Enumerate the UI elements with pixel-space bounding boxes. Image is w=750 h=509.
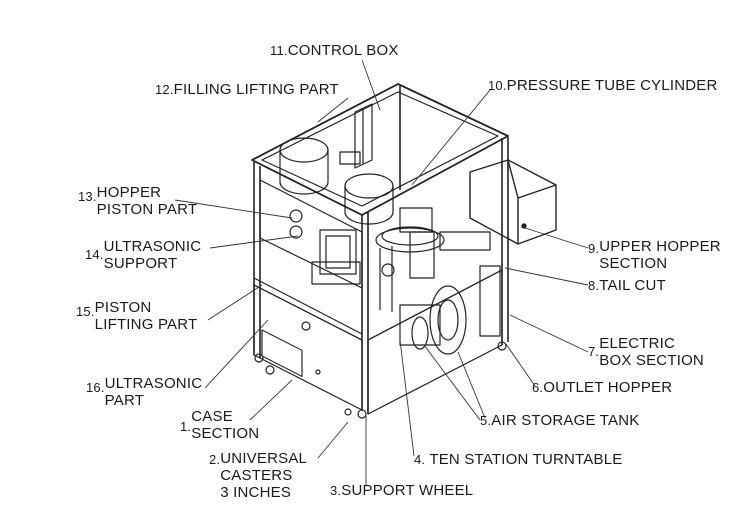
label-air-storage-tank: 5.AIR STORAGE TANK — [480, 412, 640, 429]
hopper-tanks — [279, 137, 394, 225]
leader-lines — [174, 59, 589, 486]
turntable — [375, 226, 445, 253]
casters — [254, 341, 507, 419]
label-outlet-hopper: 6.OUTLET HOPPER — [532, 379, 673, 396]
label-filling-lifting-part: 12.FILLING LIFTING PART — [155, 81, 339, 98]
machine-illustration — [251, 83, 557, 419]
upper-hopper-box — [469, 159, 557, 245]
case-body — [253, 269, 503, 415]
top-frame — [251, 83, 509, 216]
label-pressure-tube-cylinder: 10.PRESSURE TUBE CYLINDER — [488, 77, 718, 94]
air-tank — [399, 285, 467, 355]
window-frame — [253, 179, 503, 341]
label-control-box: 11.CONTROL BOX — [270, 42, 399, 59]
label-support-wheel: 3.SUPPORT WHEEL — [330, 482, 474, 499]
control-box — [339, 103, 373, 169]
label-tail-cut: 8.TAIL CUT — [588, 277, 666, 294]
inner-mechanisms — [289, 207, 501, 337]
label-ten-station-turntable: 4. TEN STATION TURNTABLE — [414, 451, 623, 468]
